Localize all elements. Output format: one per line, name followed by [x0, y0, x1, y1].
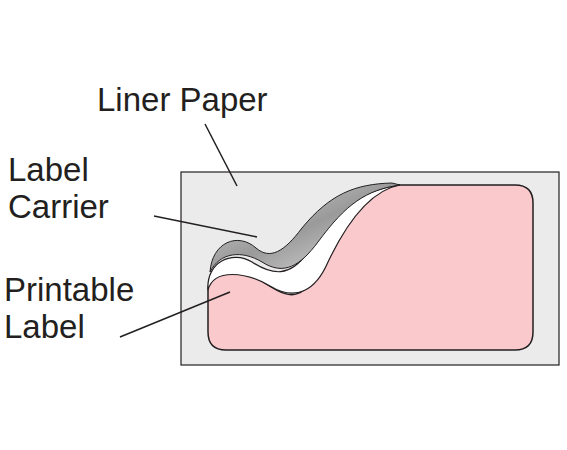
printable-label — [208, 185, 533, 350]
part-label: Printable Label — [4, 272, 164, 346]
peeled-curl — [210, 183, 400, 272]
leader-line — [120, 292, 230, 337]
leader-line — [154, 216, 257, 237]
part-label: Label Carrier — [8, 152, 148, 226]
part-label: Liner Paper — [97, 82, 357, 119]
liner-paper — [181, 172, 559, 365]
leader-line — [205, 124, 237, 186]
